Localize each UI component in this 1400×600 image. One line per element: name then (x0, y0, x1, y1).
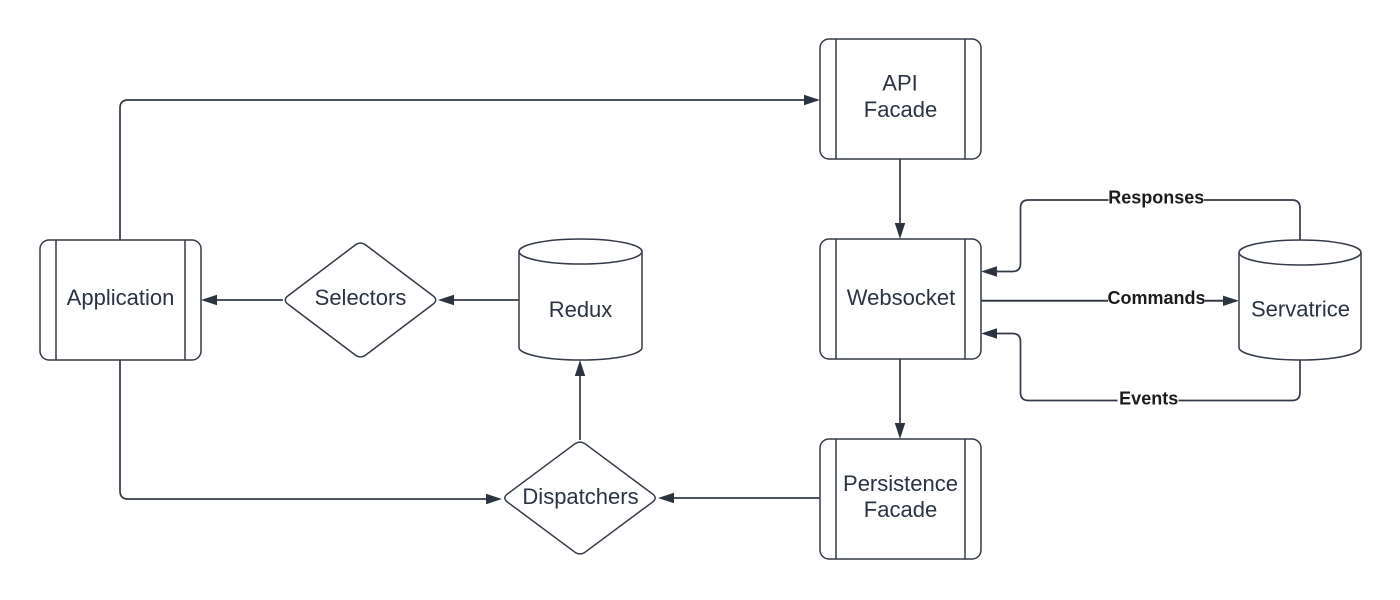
svg-text:Facade: Facade (864, 497, 937, 522)
svg-text:Dispatchers: Dispatchers (522, 484, 638, 509)
svg-text:Application: Application (67, 285, 175, 310)
svg-text:Events: Events (1119, 388, 1178, 408)
svg-text:Websocket: Websocket (847, 285, 955, 310)
svg-text:Selectors: Selectors (315, 285, 407, 310)
svg-text:Persistence: Persistence (843, 471, 958, 496)
svg-text:Servatrice: Servatrice (1251, 297, 1350, 322)
svg-text:Redux: Redux (549, 297, 613, 322)
svg-text:Commands: Commands (1107, 288, 1205, 308)
svg-text:API: API (882, 71, 917, 96)
svg-text:Facade: Facade (864, 97, 937, 122)
svg-text:Responses: Responses (1108, 188, 1204, 208)
